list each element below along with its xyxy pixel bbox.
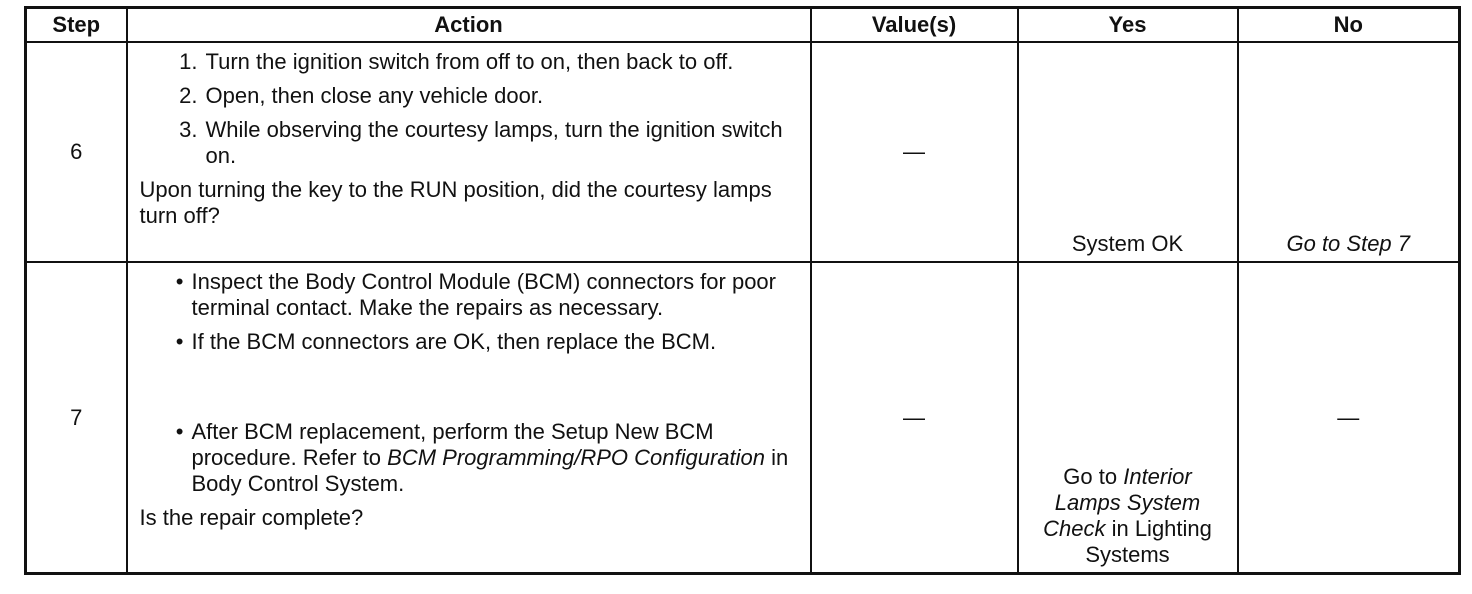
value-dash: — xyxy=(903,404,925,430)
bullet-text: After BCM replacement, perform the Setup… xyxy=(192,419,800,497)
yes-text-reference: Interior Lamps System Check xyxy=(1043,464,1201,541)
step-index: 3. xyxy=(179,117,198,142)
bullet-icon: • xyxy=(175,269,184,294)
action-cell: 1. Turn the ignition switch from off to … xyxy=(125,41,812,263)
header-values: Value(s) xyxy=(809,6,1019,43)
table-row-step-7: 7 • Inspect the Body Control Module (BCM… xyxy=(24,261,1461,575)
question-text: Upon turning the key to the RUN position… xyxy=(139,177,772,228)
bullet-text: If the BCM connectors are OK, then repla… xyxy=(191,329,717,354)
no-action-link-text: Go to Step 7 xyxy=(1286,231,1411,256)
bullet-text-post: in Body Control System. xyxy=(191,445,789,496)
action-cell: • Inspect the Body Control Module (BCM) … xyxy=(125,261,812,575)
list-item: • After BCM replacement, perform the Set… xyxy=(140,419,800,497)
step-text: Open, then close any vehicle door. xyxy=(205,83,544,108)
header-row: Step Action Value(s) Yes No xyxy=(24,6,1461,43)
spacer xyxy=(140,363,800,419)
step-index: 1. xyxy=(179,49,198,74)
step-text: Turn the ignition switch from off to on,… xyxy=(205,49,734,74)
yes-text-pre: Go to xyxy=(1063,464,1124,489)
bullet-icon: • xyxy=(175,329,184,354)
step-number: 7 xyxy=(24,261,128,575)
value-dash: — xyxy=(903,139,925,164)
value-cell: — xyxy=(809,41,1019,263)
no-cell: — xyxy=(1236,261,1461,575)
bullet-text-pre: After BCM replacement, perform the Setup… xyxy=(191,419,714,470)
action-bullets-list: • Inspect the Body Control Module (BCM) … xyxy=(140,269,800,355)
action-bullets-list-2: • After BCM replacement, perform the Set… xyxy=(140,419,800,497)
step-number: 6 xyxy=(24,41,128,263)
table-row-step-6: 6 1. Turn the ignition switch from off t… xyxy=(24,41,1461,263)
yes-cell: Go to Interior Lamps System Check in Lig… xyxy=(1016,261,1239,575)
list-item: • If the BCM connectors are OK, then rep… xyxy=(140,329,800,355)
list-item: 2. Open, then close any vehicle door. xyxy=(140,83,800,109)
value-cell: — xyxy=(809,261,1019,575)
no-dash: — xyxy=(1337,404,1360,430)
list-item: • Inspect the Body Control Module (BCM) … xyxy=(140,269,800,321)
step-text: While observing the courtesy lamps, turn… xyxy=(205,117,783,168)
header-no: No xyxy=(1236,6,1461,43)
yes-cell: System OK xyxy=(1016,41,1239,263)
question-text: Is the repair complete? xyxy=(139,505,364,530)
yes-text: Go to Interior Lamps System Check in Lig… xyxy=(1019,464,1237,568)
bullet-text-reference: BCM Programming/RPO Configuration xyxy=(387,445,765,470)
no-cell: Go to Step 7 xyxy=(1236,41,1461,263)
diagnostic-table: Step Action Value(s) Yes No 6 1. Turn th… xyxy=(24,6,1461,575)
action-steps-list: 1. Turn the ignition switch from off to … xyxy=(140,49,800,169)
bullet-icon: • xyxy=(175,419,184,444)
list-item: 1. Turn the ignition switch from off to … xyxy=(140,49,800,75)
header-action: Action xyxy=(125,6,812,43)
step-index: 2. xyxy=(179,83,198,108)
header-step: Step xyxy=(24,6,128,43)
yes-text-post: in Lighting Systems xyxy=(1085,516,1212,567)
list-item: 3. While observing the courtesy lamps, t… xyxy=(140,117,800,169)
bullet-text: Inspect the Body Control Module (BCM) co… xyxy=(191,269,777,320)
header-yes: Yes xyxy=(1016,6,1239,43)
